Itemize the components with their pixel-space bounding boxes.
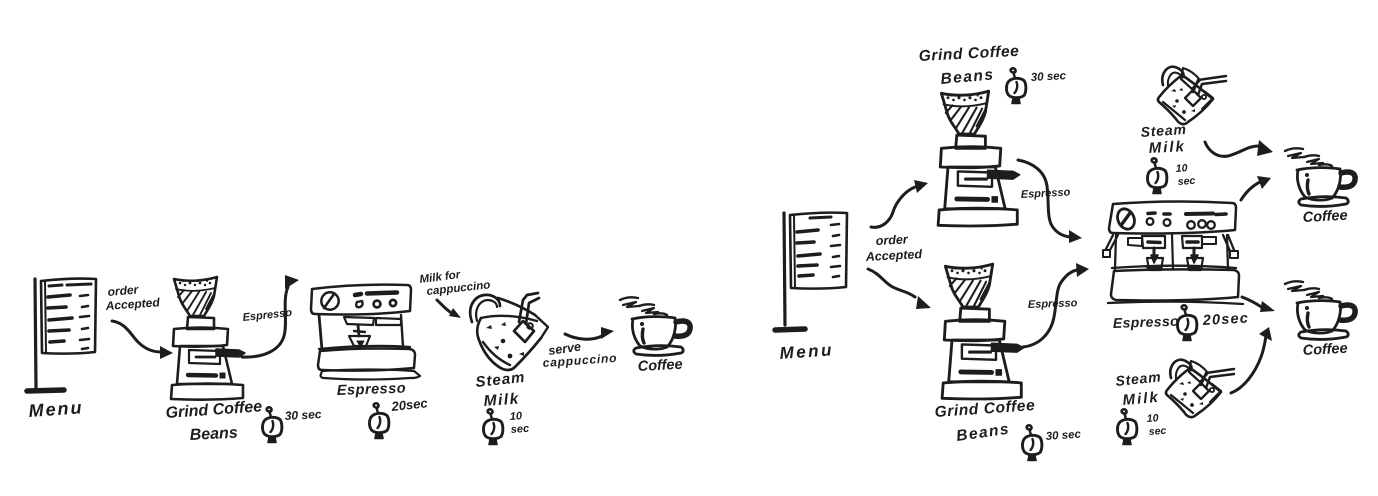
svg-text:Espresso: Espresso bbox=[1113, 313, 1180, 331]
svg-text:Grind Coffee: Grind Coffee bbox=[934, 397, 1036, 421]
svg-text:Espresso: Espresso bbox=[1028, 297, 1078, 311]
svg-text:sec: sec bbox=[510, 423, 529, 436]
svg-text:30 sec: 30 sec bbox=[1031, 70, 1067, 84]
svg-text:Accepted: Accepted bbox=[104, 295, 161, 313]
svg-text:20sec: 20sec bbox=[390, 395, 429, 414]
svg-text:Accepted: Accepted bbox=[864, 247, 922, 264]
svg-text:Steam: Steam bbox=[1115, 368, 1162, 389]
svg-text:30 sec: 30 sec bbox=[284, 407, 322, 423]
svg-text:Milk: Milk bbox=[483, 391, 520, 410]
svg-text:10: 10 bbox=[1146, 412, 1159, 425]
svg-text:Espresso: Espresso bbox=[242, 307, 293, 324]
svg-text:Grind Coffee: Grind Coffee bbox=[165, 398, 263, 422]
svg-text:Milk for: Milk for bbox=[419, 269, 462, 286]
svg-text:Grind Coffee: Grind Coffee bbox=[918, 43, 1020, 65]
svg-text:Steam: Steam bbox=[475, 369, 527, 391]
svg-text:30 sec: 30 sec bbox=[1045, 429, 1082, 443]
svg-text:Menu: Menu bbox=[28, 397, 84, 421]
svg-text:order: order bbox=[875, 232, 909, 248]
svg-text:Milk: Milk bbox=[1148, 138, 1186, 157]
svg-text:Beans: Beans bbox=[189, 424, 238, 443]
svg-text:Milk: Milk bbox=[1122, 389, 1161, 409]
svg-text:Espresso: Espresso bbox=[337, 381, 407, 399]
svg-text:Menu: Menu bbox=[779, 340, 835, 363]
svg-text:10: 10 bbox=[1175, 162, 1188, 175]
svg-text:serve: serve bbox=[547, 340, 581, 358]
svg-text:sec: sec bbox=[1177, 175, 1195, 188]
svg-text:cappuccino: cappuccino bbox=[542, 351, 617, 370]
svg-text:sec: sec bbox=[1148, 425, 1166, 438]
svg-text:10: 10 bbox=[509, 410, 523, 423]
svg-text:order: order bbox=[107, 282, 140, 299]
svg-text:Beans: Beans bbox=[940, 66, 995, 88]
svg-text:Steam: Steam bbox=[1140, 121, 1187, 140]
svg-text:20sec: 20sec bbox=[1201, 311, 1249, 329]
svg-text:Espresso: Espresso bbox=[1021, 186, 1071, 201]
